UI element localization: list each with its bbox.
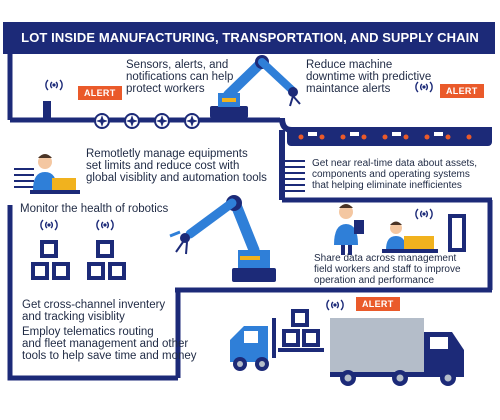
tablet-icon bbox=[354, 220, 364, 234]
caption-telematics: Employ telematics routing and fleet mana… bbox=[22, 326, 197, 362]
page-title: LOT INSIDE MANUFACTURING, TRANSPORTATION… bbox=[21, 30, 479, 45]
caption-monitor: Monitor the health of robotics bbox=[20, 203, 169, 215]
caption-sensors: Sensors, alerts, and notifications can h… bbox=[126, 59, 234, 95]
fan-icon bbox=[184, 113, 200, 129]
fan-icon bbox=[124, 113, 140, 129]
worker-head bbox=[38, 155, 52, 169]
caption-real-time: Get near real-time data about assets, co… bbox=[312, 158, 478, 191]
alert-badge: ALERT bbox=[356, 297, 400, 311]
caption-share: Share data across management field worke… bbox=[314, 253, 461, 286]
fan-icon bbox=[154, 113, 170, 129]
wifi-icon bbox=[415, 81, 433, 93]
wifi-icon bbox=[415, 208, 433, 220]
caption-reduce-downtime: Reduce machine downtime with predictive … bbox=[306, 59, 432, 95]
forklift-icon bbox=[230, 326, 268, 362]
alert-badge: ALERT bbox=[440, 84, 484, 98]
truck-icon bbox=[330, 318, 424, 372]
title-band bbox=[3, 22, 495, 54]
alert-badge: ALERT bbox=[78, 86, 122, 100]
wifi-icon bbox=[45, 79, 63, 91]
wifi-icon bbox=[326, 299, 344, 311]
box-icon bbox=[404, 236, 434, 250]
caption-remotely: Remotletly manage equipments set limits … bbox=[86, 148, 267, 184]
box-icon bbox=[52, 178, 76, 192]
caption-cross-channel: Get cross-channel inventery and tracking… bbox=[22, 299, 166, 323]
fan-icon bbox=[94, 113, 110, 129]
worker-head bbox=[339, 205, 353, 219]
